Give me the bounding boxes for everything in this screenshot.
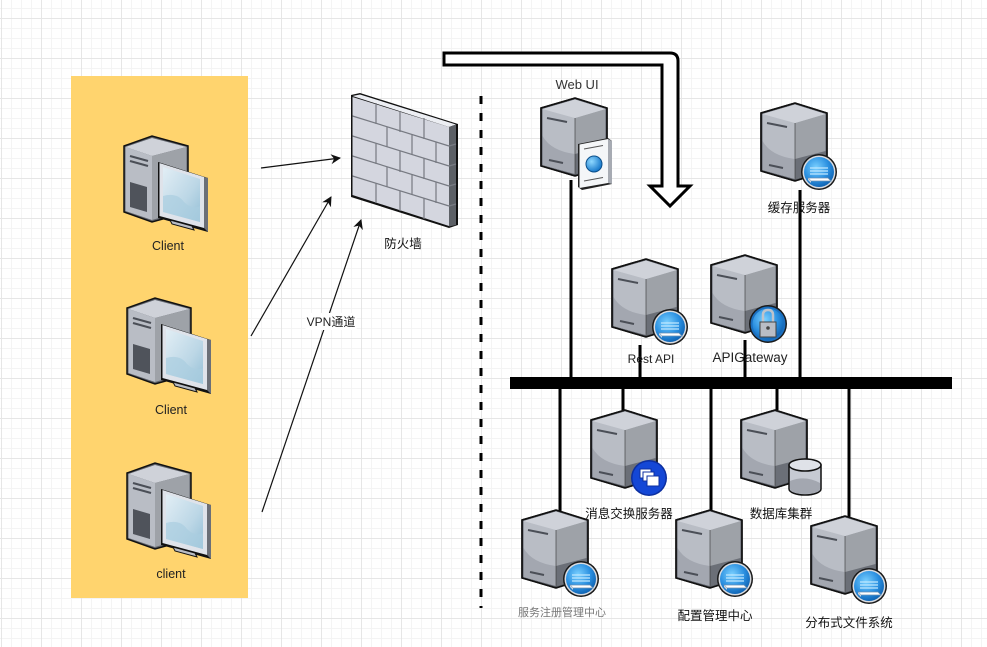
storage-icon — [562, 560, 600, 598]
client3-vpn-arrow — [261, 219, 363, 513]
registry-server[interactable] — [521, 509, 600, 598]
storage-icon — [850, 567, 888, 605]
registry-center-label: 服务注册管理中心 — [518, 606, 606, 619]
rest-api-server[interactable] — [611, 258, 689, 346]
firewall-label: 防火墙 — [384, 237, 422, 251]
api-gateway-label: APIGateway — [712, 350, 788, 365]
vpn-label: VPN通道 — [305, 313, 357, 330]
web-ui-server[interactable] — [540, 97, 612, 190]
dfs-label: 分布式文件系统 — [805, 616, 893, 630]
client-label: Client — [152, 239, 184, 253]
message-exchange-label: 消息交换服务器 — [585, 507, 673, 521]
config-center-label: 配置管理中心 — [677, 609, 753, 623]
cache-server-label: 缓存服务器 — [767, 201, 831, 215]
web-page-icon — [578, 138, 612, 190]
storage-icon — [651, 308, 689, 346]
database-cluster-label: 数据库集群 — [749, 507, 813, 521]
client-computer-icon[interactable] — [125, 461, 213, 561]
windows-icon — [631, 460, 667, 496]
client-computer-icon[interactable] — [125, 296, 213, 396]
storage-icon — [800, 153, 838, 191]
database-server[interactable] — [740, 409, 822, 496]
database-icon — [788, 458, 822, 496]
api-gateway-server[interactable] — [710, 254, 787, 343]
bus-connectors-bottom — [558, 388, 851, 518]
firewall-icon[interactable] — [351, 93, 458, 228]
web-ui-label: Web UI — [555, 77, 599, 92]
client1-to-firewall-arrow — [260, 154, 341, 169]
storage-icon — [716, 560, 754, 598]
flow-arrow — [442, 51, 694, 209]
client2-to-firewall-arrow — [250, 196, 332, 337]
bus-connectors-top — [569, 180, 802, 378]
message-exchange-server[interactable] — [590, 409, 667, 496]
client-label: client — [156, 567, 186, 581]
rest-api-label: Rest API — [627, 352, 675, 366]
client-label: Client — [155, 403, 187, 417]
cache-server[interactable] — [760, 102, 838, 191]
lock-icon — [749, 305, 787, 343]
dfs-server[interactable] — [810, 515, 888, 605]
network-bus — [510, 377, 952, 389]
config-server[interactable] — [675, 509, 754, 598]
client-computer-icon[interactable] — [122, 134, 210, 234]
